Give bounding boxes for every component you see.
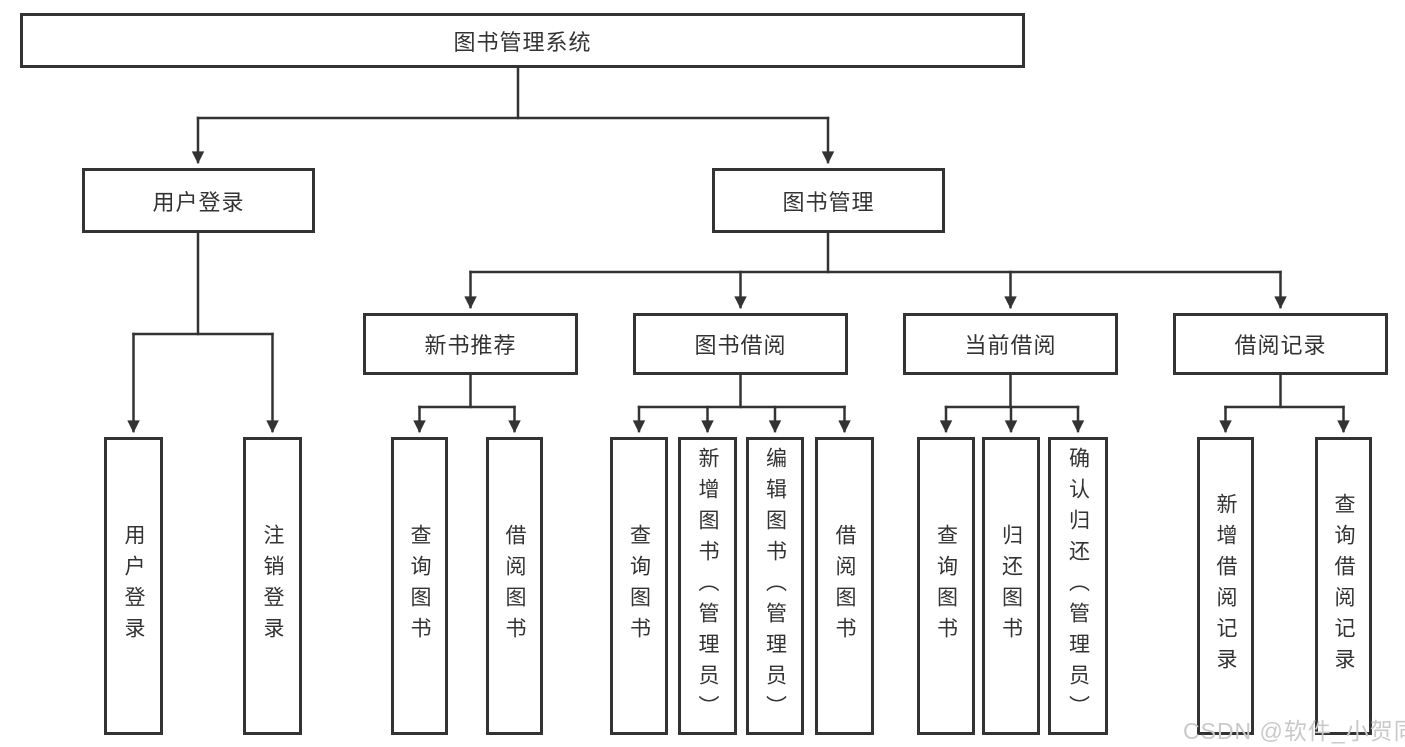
node-label: 用户登录 <box>152 189 245 215</box>
leaf-label: 编辑图书（管理员） <box>763 446 787 726</box>
leaf-label: 用户登录 <box>122 524 145 648</box>
leaf-edit-book-admin: 编辑图书（管理员） <box>746 437 804 735</box>
node-label: 借阅记录 <box>1234 333 1327 358</box>
node-label: 图书管理 <box>782 189 875 215</box>
leaf-label: 确认归还（管理员） <box>1066 446 1090 726</box>
leaf-query-books: 查询图书 <box>610 437 668 735</box>
leaf-user-login: 用户登录 <box>104 437 163 735</box>
leaf-label: 新增借阅记录 <box>1214 493 1237 679</box>
leaf-label: 注销登录 <box>261 524 284 648</box>
node-new-book-recommendation: 新书推荐 <box>363 313 578 375</box>
node-label: 当前借阅 <box>964 333 1057 358</box>
leaf-borrow-books: 借阅图书 <box>486 437 543 735</box>
leaf-label: 新增图书（管理员） <box>696 446 719 726</box>
leaf-add-book-admin: 新增图书（管理员） <box>678 437 737 735</box>
leaf-add-borrow-record: 新增借阅记录 <box>1197 437 1254 735</box>
leaf-query-borrow-record: 查询借阅记录 <box>1315 437 1372 735</box>
node-borrowing-records: 借阅记录 <box>1173 313 1388 375</box>
leaf-label: 查询图书 <box>627 524 651 648</box>
node-book-management: 图书管理 <box>712 168 945 233</box>
node-label: 图书借阅 <box>694 333 787 358</box>
node-current-borrowing: 当前借阅 <box>903 313 1118 375</box>
leaf-label: 借阅图书 <box>833 524 856 648</box>
leaf-return-books: 归还图书 <box>982 437 1040 735</box>
watermark-text: CSDN @软件_小贺同学 <box>1183 718 1405 744</box>
node-user-login: 用户登录 <box>82 168 315 233</box>
node-library-management-system: 图书管理系统 <box>20 13 1025 68</box>
leaf-logout: 注销登录 <box>243 437 302 735</box>
leaf-query-books: 查询图书 <box>391 437 448 735</box>
node-book-borrowing: 图书借阅 <box>633 313 848 375</box>
leaf-query-books: 查询图书 <box>917 437 975 735</box>
leaf-label: 查询图书 <box>934 524 958 648</box>
leaf-label: 查询图书 <box>408 524 431 648</box>
leaf-label: 借阅图书 <box>503 524 526 648</box>
node-label: 图书管理系统 <box>453 29 592 55</box>
leaf-label: 查询借阅记录 <box>1332 493 1355 679</box>
leaf-label: 归还图书 <box>999 524 1023 648</box>
leaf-borrow-books: 借阅图书 <box>815 437 874 735</box>
leaf-confirm-return-admin: 确认归还（管理员） <box>1048 437 1108 735</box>
node-label: 新书推荐 <box>424 333 517 358</box>
